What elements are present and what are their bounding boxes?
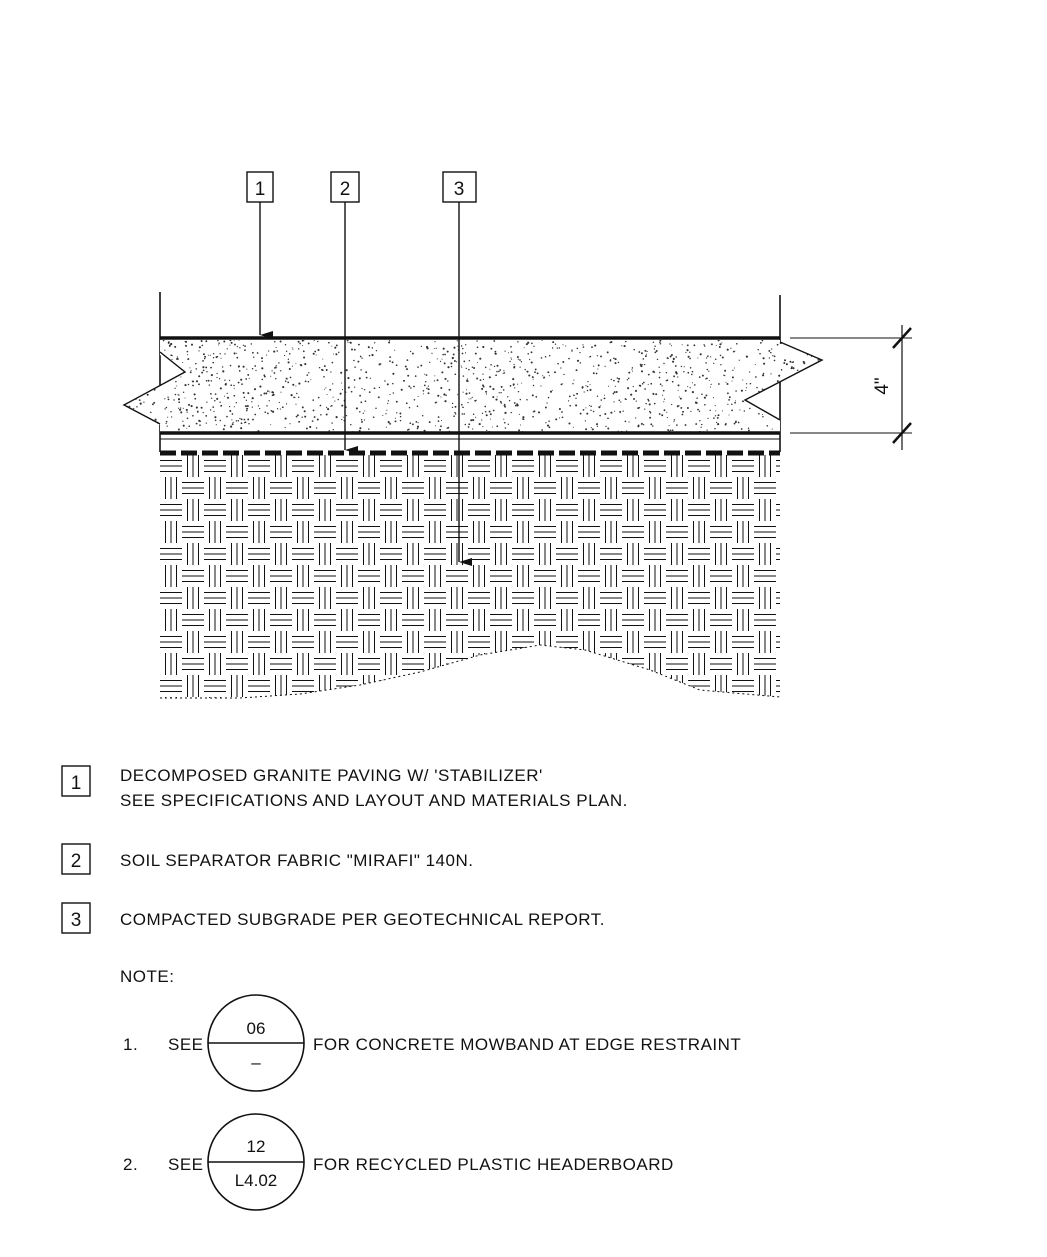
- legend-item-2: 2 SOIL SEPARATOR FABRIC "MIRAFI" 140N.: [61, 843, 473, 875]
- dimension-4in: 4": [790, 325, 912, 450]
- bubble-2-sheet: L4.02: [235, 1171, 278, 1190]
- detail-reference-bubble-2: 12 L4.02: [207, 1113, 305, 1211]
- callout-1: 1: [246, 171, 274, 339]
- svg-text:2.: 2.: [123, 1155, 138, 1174]
- svg-text:SEE: SEE: [168, 1155, 204, 1174]
- callout-3: 3: [442, 171, 477, 566]
- note-1-text: FOR CONCRETE MOWBAND AT EDGE RESTRAINT: [313, 1035, 741, 1054]
- note-item-1: 1. SEE 06 – FOR CONCRETE MOWBAND AT EDGE…: [123, 994, 741, 1092]
- legend-1-line-2: SEE SPECIFICATIONS AND LAYOUT AND MATERI…: [120, 791, 628, 810]
- subgrade-layer: [160, 455, 780, 698]
- subgrade-bottom-edge: [160, 644, 781, 699]
- legend-item-3: 3 COMPACTED SUBGRADE PER GEOTECHNICAL RE…: [61, 902, 605, 934]
- callout-3-number: 3: [454, 179, 465, 200]
- callout-2: 2: [330, 171, 360, 454]
- legend: 1 DECOMPOSED GRANITE PAVING W/ 'STABILIZ…: [61, 765, 628, 934]
- svg-text:3: 3: [71, 910, 82, 931]
- bubble-1-detail: 06: [247, 1019, 266, 1038]
- break-line-left: [122, 351, 187, 425]
- legend-3-line-1: COMPACTED SUBGRADE PER GEOTECHNICAL REPO…: [120, 910, 605, 929]
- svg-text:1.: 1.: [123, 1035, 138, 1054]
- svg-text:1: 1: [71, 773, 82, 794]
- callout-1-number: 1: [255, 179, 266, 200]
- bubble-1-sheet: –: [251, 1053, 261, 1072]
- dimension-label: 4": [872, 377, 893, 394]
- note-heading: NOTE:: [120, 967, 174, 986]
- break-line-right: [743, 341, 824, 421]
- note-item-2: 2. SEE 12 L4.02 FOR RECYCLED PLASTIC HEA…: [123, 1113, 674, 1211]
- svg-text:2: 2: [71, 851, 82, 872]
- legend-1-line-1: DECOMPOSED GRANITE PAVING W/ 'STABILIZER…: [120, 766, 543, 785]
- svg-text:SEE: SEE: [168, 1035, 204, 1054]
- note-2-text: FOR RECYCLED PLASTIC HEADERBOARD: [313, 1155, 674, 1174]
- legend-item-1: 1 DECOMPOSED GRANITE PAVING W/ 'STABILIZ…: [61, 765, 628, 810]
- legend-2-line-1: SOIL SEPARATOR FABRIC "MIRAFI" 140N.: [120, 851, 473, 870]
- dg-paving-layer: [124, 340, 822, 433]
- callout-2-number: 2: [340, 179, 351, 200]
- bubble-2-detail: 12: [247, 1137, 266, 1156]
- notes: NOTE: 1. SEE 06 – FOR CONCRETE MOWBAND A…: [120, 967, 741, 1211]
- detail-reference-bubble-1: 06 –: [207, 994, 305, 1092]
